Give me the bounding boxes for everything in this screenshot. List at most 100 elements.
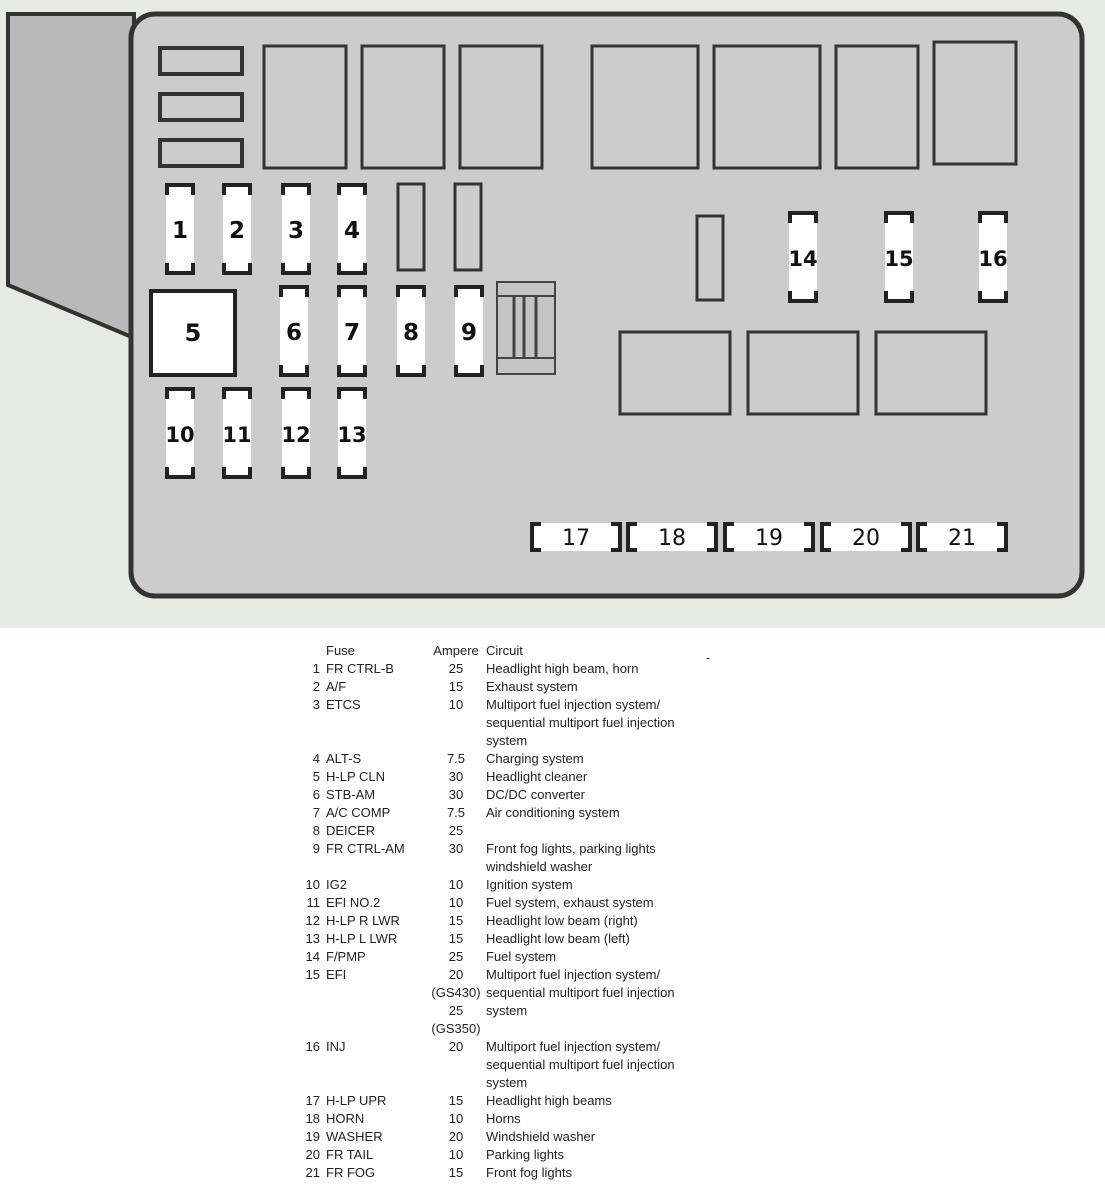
fuse-terminal <box>222 387 252 399</box>
narrow-slot <box>396 182 426 272</box>
fuse-body <box>532 523 620 551</box>
fuse-ampere: 10 <box>426 1146 486 1164</box>
fuse-ampere: 15 <box>426 912 486 930</box>
fuse-terminal <box>281 467 311 479</box>
fuse-circuit: Multiport fuel injection system/sequenti… <box>486 1038 720 1092</box>
ampere-value: 15 <box>448 1165 464 1180</box>
fuse-name: H-LP CLN <box>326 769 386 784</box>
fuse-name: EFI NO.2 <box>326 895 381 910</box>
narrow-slot <box>453 182 483 272</box>
fuse-number: 13 <box>305 931 320 946</box>
ampere-value: 25 <box>448 1003 464 1018</box>
fuse-name: FR FOG <box>326 1165 376 1180</box>
fuse-label-20: 20 <box>852 526 880 551</box>
circuit-line: sequential multiport fuel injection <box>486 715 675 730</box>
fuse-ampere: 20(GS430)25(GS350) <box>426 966 486 1038</box>
fuse-terminal <box>337 285 367 297</box>
fuse-number: 9 <box>312 841 320 856</box>
circuit-line: Ignition system <box>486 877 573 892</box>
fuse-terminal <box>165 263 195 275</box>
fuse-circuit: Headlight low beam (right) <box>486 912 720 930</box>
fuse-terminal <box>337 263 367 275</box>
fuse-terminal <box>916 522 927 552</box>
fuse-label-4: 4 <box>344 218 360 244</box>
relay-block <box>618 330 732 416</box>
fuse-label-7: 7 <box>344 320 360 346</box>
fuse-ampere: 20 <box>426 1038 486 1092</box>
fuse-body <box>282 185 310 273</box>
fuse-circuit: Multiport fuel injection system/sequenti… <box>486 966 720 1038</box>
fuse-terminal <box>454 285 484 297</box>
fuse-circuit: Parking lights <box>486 1146 720 1164</box>
fuse-body <box>725 523 813 551</box>
fuse-terminal <box>901 522 912 552</box>
fuse-terminal <box>884 211 914 223</box>
fuse-number: 18 <box>305 1111 320 1126</box>
ampere-value: 10 <box>448 697 464 712</box>
fuse-label-18: 18 <box>658 526 686 551</box>
fuse-16: 16 <box>978 211 1008 303</box>
fuse-label-13: 13 <box>337 423 366 447</box>
fuse-18: 18 <box>626 522 718 552</box>
fuse-ampere: 10 <box>426 696 486 750</box>
fuse-terminal <box>707 522 718 552</box>
fuse-circuit: Headlight high beam, horn <box>486 660 720 678</box>
fuse-terminal <box>978 211 1008 223</box>
fuse-21: 21 <box>916 522 1008 552</box>
table-header: Fuse Ampere Circuit <box>300 642 720 660</box>
fuse-name: EFI <box>326 967 347 982</box>
ampere-value: 10 <box>448 895 464 910</box>
fuse-terminal <box>165 467 195 479</box>
fuse-number: 1 <box>312 661 320 676</box>
fuse-circuit: Ignition system <box>486 876 720 894</box>
small-slot <box>158 92 244 122</box>
fuse-label-21: 21 <box>948 526 976 551</box>
circuit-line: Air conditioning system <box>486 805 620 820</box>
fuse-label-14: 14 <box>788 247 817 271</box>
fuse-label-19: 19 <box>755 526 783 551</box>
fuse-terminal <box>281 263 311 275</box>
fuse-label-6: 6 <box>286 320 302 346</box>
fuse-terminal <box>281 387 311 399</box>
fuse-name: H-LP UPR <box>326 1093 387 1108</box>
fuse-number: 3 <box>312 697 320 712</box>
fuse-11: 11 <box>222 387 252 479</box>
fuse-terminal <box>611 522 622 552</box>
circuit-line: Front fog lights <box>486 1165 572 1180</box>
circuit-line: Headlight low beam (right) <box>486 913 638 928</box>
fuse-number: 15 <box>305 967 320 982</box>
fuse-number: 7 <box>312 805 320 820</box>
ampere-value: 15 <box>448 913 464 928</box>
ampere-value: (GS350) <box>431 1021 481 1036</box>
fuse-body <box>397 287 425 375</box>
fuse-name: FR CTRL-AM <box>326 841 405 856</box>
fuse-label-10: 10 <box>165 423 194 447</box>
circuit-line: DC/DC converter <box>486 787 585 802</box>
fuse-ampere: 30 <box>426 840 486 876</box>
fuse-ampere: 15 <box>426 678 486 696</box>
ampere-value: 30 <box>448 841 464 856</box>
fuse-terminal <box>337 387 367 399</box>
fuse-15: 15 <box>884 211 914 303</box>
fuse-19: 19 <box>723 522 815 552</box>
fuse-ampere: 15 <box>426 1164 486 1182</box>
stray-mark: - <box>706 650 711 665</box>
fuse-circuit: Headlight high beams <box>486 1092 720 1110</box>
circuit-line: Fuel system, exhaust system <box>486 895 654 910</box>
fuse-number: 10 <box>305 877 320 892</box>
fuse-2: 2 <box>222 183 252 275</box>
circuit-line: sequential multiport fuel injection <box>486 1057 675 1072</box>
ampere-value: 20 <box>448 967 464 982</box>
fuse-12: 12 <box>281 387 311 479</box>
fuse-body <box>918 523 1006 551</box>
fuse-ampere: 10 <box>426 1110 486 1128</box>
fuse-terminal <box>788 211 818 223</box>
fuse-terminal <box>281 183 311 195</box>
circuit-line <box>486 822 720 840</box>
